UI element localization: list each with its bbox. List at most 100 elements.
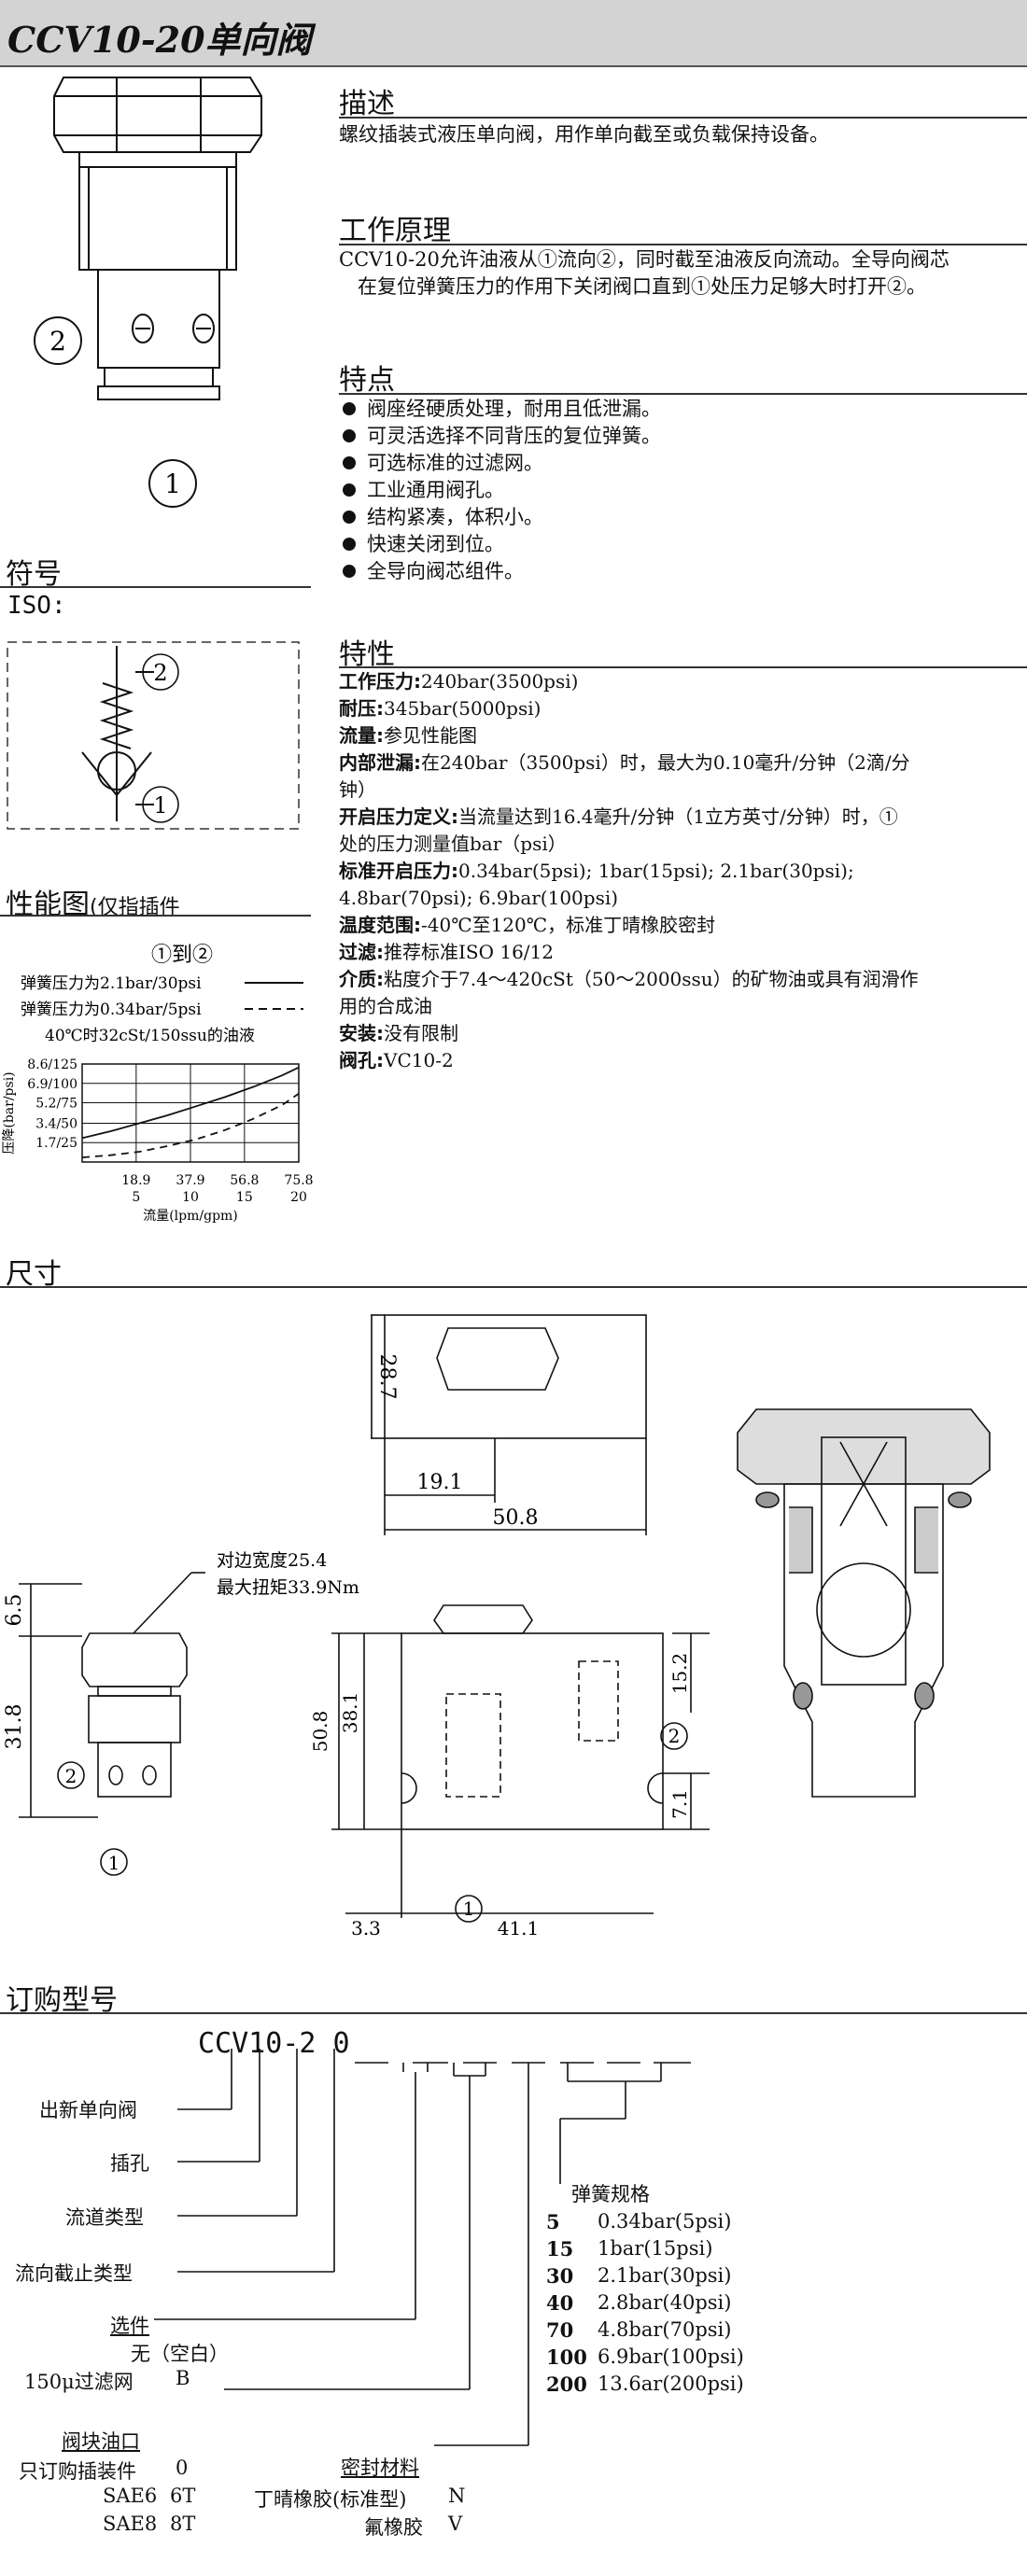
- principle-line-1: CCV10-20允许油液从①流向②，同时截至油液反向流动。全导向阀芯: [339, 248, 950, 271]
- block-port-name: SAE8: [103, 2513, 158, 2535]
- feature-item: 快速关闭到位。: [339, 531, 661, 558]
- port-1-label: 1: [164, 469, 181, 499]
- x-tick-label: 5: [132, 1190, 140, 1205]
- feature-item: 可选标准的过滤网。: [339, 450, 661, 477]
- x-tick-label: 10: [182, 1190, 199, 1205]
- x-axis-label: 流量(lpm/gpm): [143, 1209, 238, 1224]
- seal-code: V: [448, 2513, 463, 2535]
- symbol-rule: [0, 586, 311, 588]
- option-name: 150μ过滤网: [24, 2371, 134, 2393]
- specs-list: 工作压力:240bar(3500psi) 耐压:345bar(5000psi) …: [339, 668, 919, 1074]
- spec-row: 处的压力测量值bar（psi）: [339, 833, 567, 855]
- feature-item: 全导向阀芯组件。: [339, 558, 661, 585]
- block-port-code: 0: [176, 2457, 189, 2479]
- x-tick-label: 18.9: [121, 1173, 150, 1188]
- dim-torque-note: 最大扭矩33.9Nm: [217, 1577, 359, 1598]
- spec-row: 介质:粘度介于7.4～420cSt（50～2000ssu）的矿物油或具有润滑作: [339, 968, 919, 990]
- valve-illustration: 2 1: [34, 77, 262, 508]
- ordering-diagram: [154, 2049, 691, 2446]
- performance-rule: [0, 915, 311, 917]
- y-tick-label: 5.2/75: [35, 1097, 77, 1112]
- seal-name: 氟橡胶: [364, 2516, 423, 2539]
- dim-50-8-top: 50.8: [493, 1506, 539, 1530]
- symbol-port-2: 2: [153, 660, 167, 686]
- dim-flat-note: 对边宽度25.4: [217, 1550, 327, 1571]
- small-port-1: 1: [108, 1852, 120, 1874]
- features-list: 阀座经硬质处理，耐用且低泄漏。 可灵活选择不同背压的复位弹簧。 可选标准的过滤网…: [339, 396, 661, 585]
- title-bar: CCV10-20单向阀: [0, 0, 1027, 67]
- dimension-drawings: 28.7 19.1 50.8 对边宽度25.4 最大扭矩33.9Nm 6.5 3…: [3, 1314, 991, 1939]
- side-port-1: 1: [463, 1897, 475, 1920]
- legend-dashed-label: 弹簧压力为0.34bar/5psi: [21, 1001, 202, 1019]
- y-axis-label: 压降(bar/psi): [2, 1071, 17, 1154]
- order-label-2: 插孔: [110, 2152, 149, 2175]
- features-rule: [339, 393, 1027, 395]
- iso-symbol: 2 1: [7, 641, 300, 830]
- seal-heading: 密封材料: [341, 2457, 419, 2479]
- spring-heading: 弹簧规格: [571, 2183, 650, 2205]
- dim-31-8: 31.8: [3, 1704, 26, 1750]
- x-tick-label: 56.8: [230, 1173, 259, 1188]
- spec-row: 流量:参见性能图: [339, 724, 477, 747]
- order-code: CCV10-2 0: [198, 2027, 350, 2060]
- description-heading: 描述: [339, 88, 395, 120]
- spec-row: 钟）: [339, 778, 376, 801]
- feature-item: 工业通用阀孔。: [339, 477, 661, 504]
- spec-row: 内部泄漏:在240bar（3500psi）时，最大为0.10毫升/分钟（2滴/分: [339, 751, 910, 774]
- dim-hex-width: 28.7: [375, 1354, 399, 1400]
- x-tick-label: 75.8: [284, 1173, 313, 1188]
- feature-item: 结构紧凑，体积小。: [339, 504, 661, 531]
- side-port-2: 2: [668, 1725, 681, 1747]
- spec-row: 工作压力:240bar(3500psi): [339, 670, 579, 693]
- spec-row: 标准开启压力:0.34bar(5psi); 1bar(15psi); 2.1ba…: [339, 860, 854, 882]
- options-heading: 选件: [110, 2315, 149, 2337]
- features-heading: 特点: [339, 364, 395, 397]
- x-tick-label: 37.9: [176, 1173, 204, 1188]
- dim-6-5: 6.5: [3, 1594, 26, 1627]
- series-line-dashed: [81, 1092, 300, 1158]
- spec-row: 过滤:推荐标准ISO 16/12: [339, 941, 554, 963]
- block-port-heading: 阀块油口: [62, 2430, 140, 2453]
- dim-3-3: 3.3: [351, 1917, 381, 1939]
- block-port-code: 8T: [170, 2513, 196, 2535]
- series-line-solid: [81, 1066, 300, 1140]
- performance-chart: ①到② 弹簧压力为2.1bar/30psi 弹簧压力为0.34bar/5psi …: [2, 944, 314, 1224]
- description-rule: [339, 117, 1027, 119]
- symbol-port-1: 1: [153, 792, 167, 819]
- principle-heading: 工作原理: [339, 215, 451, 247]
- dim-19-1: 19.1: [417, 1471, 463, 1494]
- dim-7-1: 7.1: [668, 1789, 691, 1819]
- feature-item: 可灵活选择不同背压的复位弹簧。: [339, 423, 661, 450]
- iso-label: ISO:: [7, 592, 66, 620]
- principle-rule: [339, 244, 1027, 245]
- dim-41-1: 41.1: [498, 1917, 540, 1939]
- ordering-heading: 订购型号: [6, 1984, 118, 2017]
- port-2-label: 2: [49, 326, 66, 357]
- dim-38-1: 38.1: [339, 1692, 361, 1734]
- order-label-4: 流向截止类型: [15, 2262, 133, 2285]
- feature-item: 阀座经硬质处理，耐用且低泄漏。: [339, 396, 661, 423]
- symbol-heading: 符号: [6, 558, 62, 591]
- legend-solid-label: 弹簧压力为2.1bar/30psi: [21, 974, 202, 993]
- y-tick-label: 6.9/100: [27, 1077, 77, 1092]
- order-label-1: 出新单向阀: [39, 2099, 137, 2121]
- specs-rule: [339, 666, 1027, 668]
- x-tick-label: 20: [290, 1190, 307, 1205]
- y-tick-label: 1.7/25: [35, 1136, 77, 1151]
- spec-row: 阀孔:VC10-2: [339, 1049, 454, 1071]
- chart-condition: 40℃时32cSt/150ssu的油液: [45, 1027, 255, 1045]
- spec-row: 耐压:345bar(5000psi): [339, 697, 542, 720]
- order-label-3: 流道类型: [65, 2206, 144, 2229]
- ordering-rule: [0, 2012, 1027, 2014]
- dimensions-heading: 尺寸: [6, 1258, 62, 1291]
- y-tick-label: 8.6/125: [27, 1057, 77, 1072]
- chart-subtitle: ①到②: [151, 944, 213, 967]
- page-title: CCV10-20单向阀: [7, 19, 312, 61]
